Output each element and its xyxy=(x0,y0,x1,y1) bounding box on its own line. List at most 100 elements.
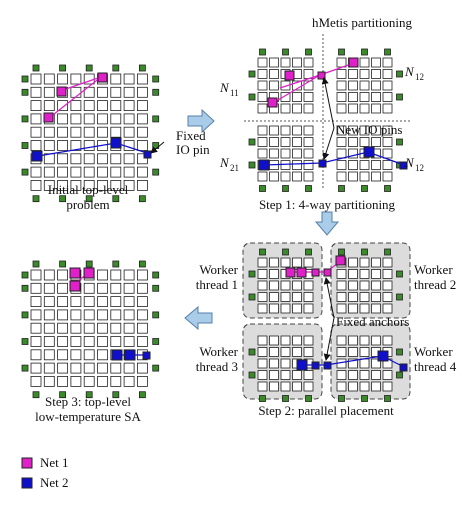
step2-q1-cell xyxy=(292,303,302,314)
step3-grid-cell xyxy=(70,336,82,347)
initial-grid-io-pad xyxy=(138,195,146,203)
initial-grid-cell xyxy=(57,153,68,165)
step1-q11-cell xyxy=(280,80,291,91)
step1-q21-cell xyxy=(269,171,279,182)
step1-q21-cell xyxy=(280,148,291,159)
step3-grid-cell xyxy=(43,309,55,321)
step3-grid-cell xyxy=(30,282,42,294)
step1-q11-io-pad xyxy=(259,48,266,56)
step3-grid-io-pad xyxy=(112,260,120,268)
step3-grid-cell xyxy=(97,349,108,361)
worker3-label-1: Worker xyxy=(199,344,238,359)
step3-grid-cell xyxy=(30,322,42,334)
arrow-left xyxy=(184,305,213,331)
step3-grid-cell xyxy=(97,375,108,387)
initial-grid-cell xyxy=(57,166,68,178)
step3-grid-cell xyxy=(83,282,95,294)
step1-q21-cell xyxy=(303,137,314,147)
step2-q3-cell xyxy=(269,381,279,392)
step1-q11-cell xyxy=(292,92,302,102)
step2-q1-cell xyxy=(257,269,268,279)
step1-q22-cell xyxy=(348,171,358,182)
step1-q12-cell xyxy=(382,92,393,102)
step2-label: Step 2: parallel placement xyxy=(258,403,394,418)
step1-q12-cell xyxy=(382,80,393,91)
initial-grid-cell xyxy=(70,179,82,191)
step2-q3-cell xyxy=(280,347,291,357)
step2-q2-cell xyxy=(359,280,370,291)
step1-q12-cell xyxy=(348,80,358,91)
initial-grid-io-pad xyxy=(21,142,29,149)
step3-grid-cell xyxy=(57,309,68,321)
step3-grid-cell xyxy=(30,309,42,321)
step2-q2-cell xyxy=(382,280,393,291)
step3-grid-cell xyxy=(136,362,148,374)
step3-grid-cell xyxy=(123,282,135,294)
step3-grid-cell xyxy=(70,309,82,321)
step3-grid-cell xyxy=(83,375,95,387)
step1-q22-cell xyxy=(371,137,381,147)
initial-grid-cell xyxy=(70,126,82,138)
step3-grid-cell xyxy=(57,296,68,308)
step2-q1-cell xyxy=(292,280,302,291)
step3-grid-io-pad xyxy=(152,271,160,279)
step1-q22-cell xyxy=(336,171,347,182)
initial-grid-cell xyxy=(136,100,148,111)
step3-grid-cell xyxy=(136,375,148,387)
initial-grid-cell xyxy=(97,100,108,111)
step2-q1-cell xyxy=(292,257,302,268)
step2-q3-cell xyxy=(269,347,279,357)
step3-grid-cell xyxy=(83,322,95,334)
step3-grid-io-pad xyxy=(138,260,146,268)
step1-q22-cell xyxy=(382,171,393,182)
initial-grid-cell xyxy=(83,153,95,165)
step2-q4-cell xyxy=(348,335,358,346)
initial-grid-cell xyxy=(123,86,135,98)
step3-grid-io-pad xyxy=(138,391,146,399)
step2-q2-io-pad xyxy=(338,248,345,256)
step2-q1-cell xyxy=(257,292,268,302)
step1-q22-io-pad xyxy=(361,185,368,192)
step1-q22-cell xyxy=(336,148,347,159)
initial-grid-io-pad xyxy=(152,75,160,83)
step3-grid-cell xyxy=(83,362,95,374)
initial-grid-cell xyxy=(70,153,82,165)
step1-q21-cell xyxy=(280,160,291,170)
step3-grid-cell xyxy=(83,336,95,347)
step2-q2-cell xyxy=(359,303,370,314)
step2-q3-cell xyxy=(280,335,291,346)
fixed-anchors-label: Fixed anchors xyxy=(336,314,409,329)
step2-q3-cell xyxy=(269,358,279,369)
step3-label-2: low-temperature SA xyxy=(35,409,141,424)
step3-grid-cell xyxy=(136,296,148,308)
step1-q12-cell xyxy=(359,80,370,91)
step2-q4-cell xyxy=(359,358,370,369)
step2-q1-cell xyxy=(280,292,291,302)
step2-q3-cell xyxy=(303,370,314,380)
step1-q21-cell xyxy=(303,148,314,159)
step2-q4-cell xyxy=(348,347,358,357)
legend-net1-label: Net 1 xyxy=(40,455,69,470)
step3-grid-cell xyxy=(70,296,82,308)
step1-q11-cell xyxy=(257,57,268,68)
initial-label-2: problem xyxy=(66,197,109,212)
initial-grid-cell xyxy=(136,86,148,98)
initial-grid-io-pad xyxy=(59,64,66,72)
initial-grid-cell xyxy=(110,100,122,111)
step2-q3-cell xyxy=(292,370,302,380)
initial-grid-io-pad xyxy=(85,195,93,203)
step3-grid-cell xyxy=(43,269,55,281)
step2-q1-cell xyxy=(303,303,314,314)
step1-q12-cell xyxy=(336,92,347,102)
new-io-pins-label: New IO pins xyxy=(336,122,402,137)
step1-q11-io-pad xyxy=(282,48,289,56)
step2-q3-cell xyxy=(292,347,302,357)
text-labels: Fixed IO pin Initial top-level problem h… xyxy=(35,15,457,424)
fixed-io-label-2: IO pin xyxy=(176,142,210,157)
worker3-label-2: thread 3 xyxy=(196,359,238,374)
step2-q3-cell xyxy=(280,358,291,369)
initial-grid-io-pad xyxy=(112,195,120,203)
step3-grid-io-pad xyxy=(85,391,93,399)
step3-grid-cell xyxy=(97,322,108,334)
step2-q4-cell xyxy=(336,335,347,346)
